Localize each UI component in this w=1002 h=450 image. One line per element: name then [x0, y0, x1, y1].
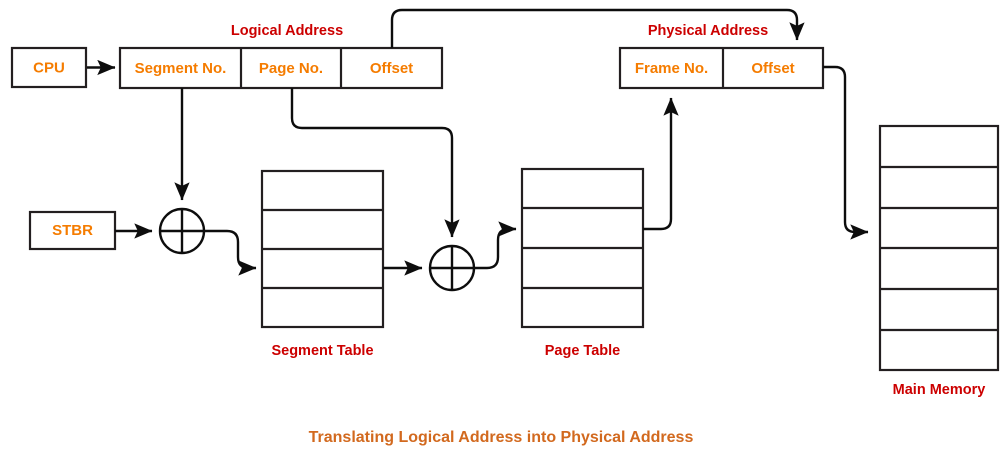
segment-table-label: Segment Table: [271, 343, 373, 359]
main-memory-label: Main Memory: [893, 382, 986, 398]
connector-adder2-to-page-table: [474, 221, 517, 270]
segment-table: Segment Table: [260, 169, 385, 359]
page-table-adder: [428, 244, 476, 292]
cpu-label: CPU: [33, 59, 65, 76]
logical-address-label: Logical Address: [231, 23, 343, 39]
physical-field-offset: Offset: [751, 60, 794, 77]
physical-address-label: Physical Address: [648, 23, 768, 39]
main-memory: Main Memory: [878, 124, 1000, 398]
logical-field-offset: Offset: [370, 60, 413, 77]
cpu-block: CPU: [10, 46, 88, 89]
cpu-box: [10, 46, 88, 89]
logical-field-page-no: Page No.: [259, 60, 323, 77]
connector-physical-address-to-main-memory: [823, 65, 869, 240]
logical-address-box: [118, 46, 444, 90]
logical-address-register: Segment No. Page No. Offset: [118, 46, 444, 90]
physical-address-register: Frame No. Offset: [618, 46, 825, 90]
page-table: Page Table: [520, 167, 645, 359]
connector-page-table-to-frame-no: [643, 97, 679, 231]
connector-logical-offset-to-physical-offset: [390, 8, 805, 48]
physical-field-frame-no: Frame No.: [635, 60, 708, 77]
logical-field-segment-no: Segment No.: [135, 60, 227, 77]
physical-address-box: [618, 46, 825, 90]
segment-table-adder: [158, 207, 206, 255]
page-table-label: Page Table: [545, 343, 620, 359]
connector-page-no-to-adder2: [290, 88, 460, 238]
stbr-label: STBR: [52, 222, 93, 239]
diagram-caption: Translating Logical Address into Physica…: [309, 429, 694, 446]
connector-adder1-to-segment-table: [204, 229, 257, 276]
stbr-block: STBR: [28, 210, 117, 251]
